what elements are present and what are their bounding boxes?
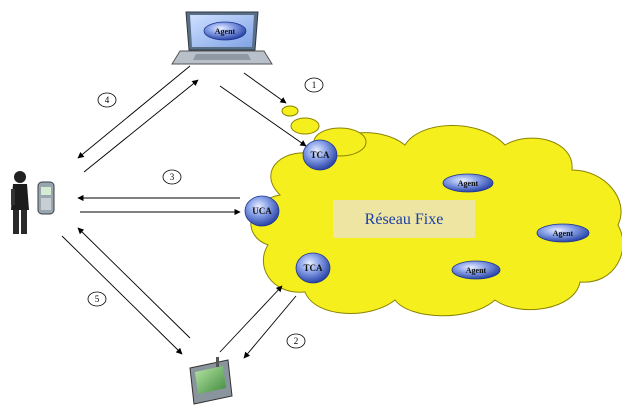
arrow-1b bbox=[219, 85, 307, 147]
svg-text:5: 5 bbox=[95, 294, 100, 304]
step-3: 3 bbox=[162, 169, 182, 185]
arrow-1a bbox=[243, 72, 287, 104]
tca-node-bottom: TCA bbox=[295, 252, 331, 284]
arrows bbox=[61, 65, 307, 359]
arrow-5a bbox=[61, 235, 183, 355]
network-label: Réseau Fixe bbox=[333, 200, 475, 238]
step-1: 1 bbox=[304, 77, 324, 93]
svg-text:4: 4 bbox=[105, 95, 110, 105]
cloud-agent-2: Agent bbox=[536, 223, 590, 243]
step-2: 2 bbox=[286, 333, 306, 349]
arrow-5b bbox=[77, 227, 191, 339]
uca-node: UCA bbox=[244, 195, 280, 227]
arrow-4b bbox=[83, 79, 199, 173]
cloud-agent-1: Agent bbox=[442, 173, 494, 193]
cloud-agent-3: Agent bbox=[451, 260, 501, 280]
step-4: 4 bbox=[97, 92, 117, 108]
network-label-text: Réseau Fixe bbox=[365, 211, 444, 228]
laptop-agent-oval bbox=[203, 21, 247, 41]
svg-text:1: 1 bbox=[312, 80, 317, 90]
svg-text:2: 2 bbox=[294, 336, 299, 346]
svg-text:3: 3 bbox=[170, 172, 175, 182]
arrow-4a bbox=[77, 65, 191, 159]
step-5: 5 bbox=[87, 291, 107, 307]
pda-icon bbox=[189, 357, 233, 405]
tca-top-label: TCA bbox=[310, 150, 330, 160]
person-phone-icon bbox=[11, 171, 55, 234]
tca-node-top: TCA bbox=[302, 139, 338, 171]
arrow-2a bbox=[219, 285, 283, 353]
arrow-2b bbox=[243, 295, 297, 359]
svg-text:Agent: Agent bbox=[466, 266, 487, 275]
laptop-agent-label: Agent bbox=[215, 27, 236, 36]
uca-label: UCA bbox=[252, 206, 272, 216]
laptop-icon: Agent bbox=[171, 11, 273, 65]
svg-text:Agent: Agent bbox=[553, 229, 574, 238]
tca-bottom-label: TCA bbox=[303, 263, 323, 273]
svg-text:Agent: Agent bbox=[458, 179, 479, 188]
